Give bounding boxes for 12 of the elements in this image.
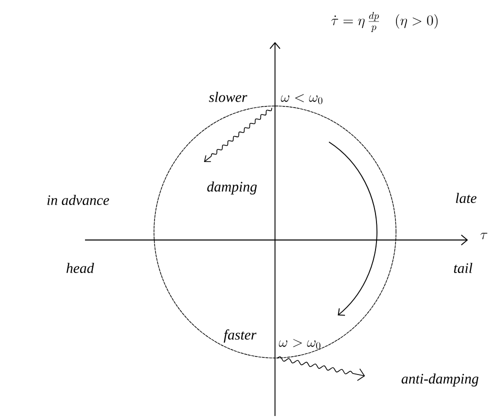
axis-label: $\tau$ [480,232,488,240]
arrow-label: anti-damping [402,373,478,386]
region-label: slower [208,92,248,102]
frequency-label: $\omega>\omega_0$ [278,339,320,350]
region-label: head [66,262,94,274]
region-label: in advance [47,194,110,206]
arrow-label: damping [207,181,257,194]
frequency-label: $\omega<\omega_0$ [280,94,322,104]
region-label: late [456,192,476,204]
region-label: faster [224,329,256,343]
axis-formula: $\dot{\tau} = \eta\,\frac{dp}{p}\quad(\eta>0)$ [331,12,438,32]
region-label: tail [454,262,472,274]
